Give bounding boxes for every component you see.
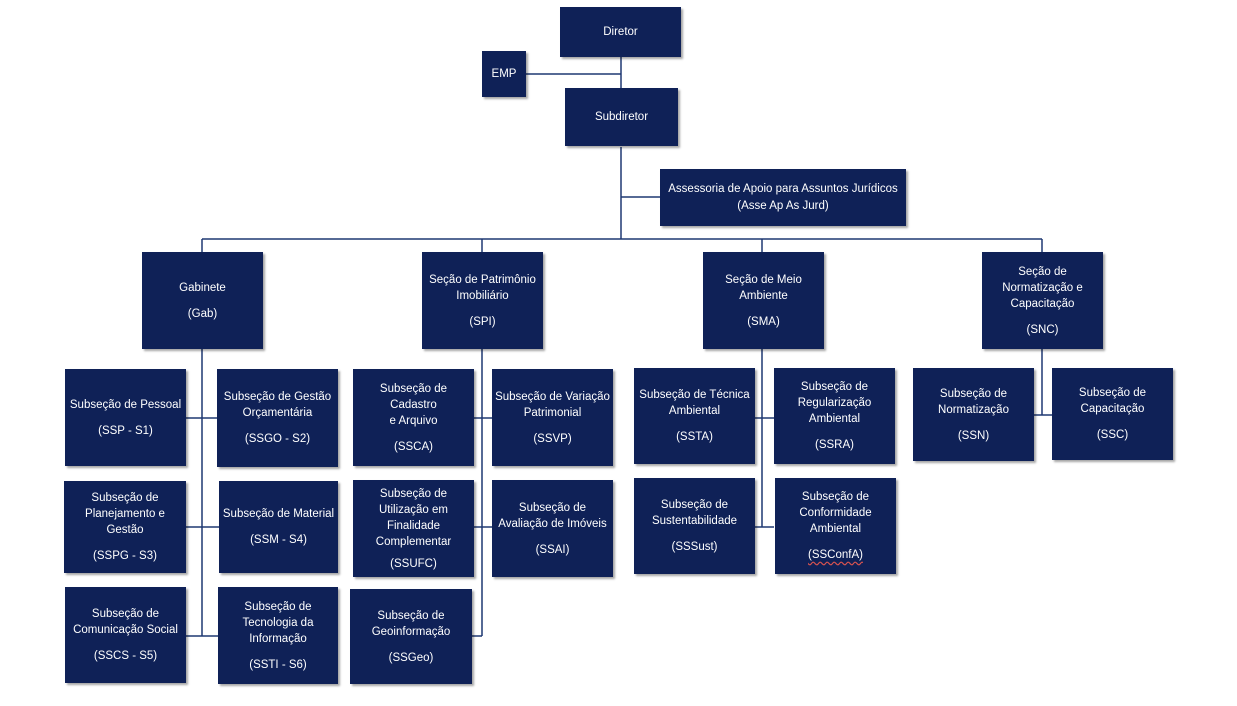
node-abbr: (SSP - S1) [98, 424, 153, 437]
node-ssai: Subseção de Avaliação de Imóveis (SSAI) [492, 480, 613, 577]
node-abbr: (SSAI) [535, 543, 570, 556]
node-name: Subseção de Material [222, 508, 335, 520]
node-abbr: (SSGO - S2) [244, 433, 311, 445]
node-abbr: (Asse Ap As Jurd) [737, 200, 829, 212]
node-name: Subseção de Pessoal [69, 398, 182, 411]
node-abbr: (SSTI - S6) [249, 658, 307, 671]
node-ssca: Subseção de Cadastro e Arquivo (SSCA) [353, 369, 474, 466]
node-name: Subseção de Utilização em Finalidade Com… [375, 487, 452, 548]
node-ssn: Subseção de Normatização (SSN) [913, 368, 1034, 461]
node-abbr: (SNC) [1026, 323, 1059, 336]
node-subdiretor: Subdiretor [565, 88, 678, 146]
node-abbr: (Gab) [187, 307, 218, 320]
node-ssra: Subseção de Regularização Ambiental (SSR… [774, 368, 895, 464]
node-abbr: (SSCS - S5) [93, 650, 158, 662]
node-ssconfa: Subseção de Conformidade Ambiental (SSCo… [775, 478, 896, 574]
node-ssta: Subseção de Técnica Ambiental (SSTA) [634, 368, 755, 464]
node-ssm: Subseção de Material (SSM - S4) [219, 481, 338, 573]
node-name: Subseção de Variação Patrimonial [495, 390, 610, 419]
node-name: Seção de Meio Ambiente [725, 273, 802, 302]
node-abbr: (SSSust) [671, 541, 718, 553]
node-name: Subseção de Normatização [938, 387, 1009, 416]
node-gabinete: Gabinete (Gab) [142, 252, 263, 349]
node-name: Subseção de Cadastro e Arquivo [379, 382, 448, 427]
node-abbr: (SSUFC) [390, 557, 437, 570]
node-abbr: (SSPG - S3) [93, 550, 157, 562]
node-abbr: (SSC) [1096, 429, 1129, 441]
node-name: Diretor [603, 26, 638, 38]
node-sssust: Subseção de Sustentabilidade (SSSust) [634, 478, 755, 574]
node-name: Subseção de Gestão Orçamentária [223, 391, 332, 419]
node-abbr: (SSVP) [533, 432, 572, 445]
node-assessoria: Assessoria de Apoio para Assuntos Jurídi… [660, 169, 906, 226]
node-ssgo: Subseção de Gestão Orçamentária (SSGO - … [217, 369, 338, 467]
node-name: Subdiretor [594, 111, 649, 123]
node-abbr: (SSN) [957, 429, 990, 442]
node-emp: EMP [482, 51, 526, 97]
node-ssgeo: Subseção de Geoinformação (SSGeo) [350, 589, 472, 684]
node-name: Seção de Patrimônio Imobiliário [429, 273, 536, 302]
node-abbr: (SSM - S4) [250, 534, 307, 546]
node-name: Gabinete [179, 281, 226, 294]
node-name: Subseção de Planejamento e Gestão [85, 492, 165, 536]
node-snc: Seção de Normatização e Capacitação (SNC… [982, 252, 1103, 349]
node-abbr: (SSConfA) [808, 549, 863, 561]
node-name: Subseção de Tecnologia da Informação [242, 600, 314, 645]
node-abbr: (SSCA) [394, 440, 433, 453]
node-ssc: Subseção de Capacitação (SSC) [1052, 368, 1173, 460]
node-sma: Seção de Meio Ambiente (SMA) [703, 252, 824, 349]
node-name: EMP [491, 68, 517, 80]
node-name: Subseção de Regularização Ambiental [797, 381, 872, 425]
node-name: Subseção de Técnica Ambiental [639, 389, 750, 417]
node-name: Assessoria de Apoio para Assuntos Jurídi… [668, 183, 898, 195]
node-ssufc: Subseção de Utilização em Finalidade Com… [353, 480, 474, 577]
node-name: Subseção de Comunicação Social [73, 608, 178, 636]
node-name: Subseção de Conformidade Ambiental [799, 491, 872, 535]
node-spi: Seção de Patrimônio Imobiliário (SPI) [422, 252, 543, 349]
node-sspg: Subseção de Planejamento e Gestão (SSPG … [64, 481, 186, 573]
node-name: Subseção de Geoinformação [371, 609, 451, 638]
node-abbr: (SMA) [747, 315, 780, 328]
node-ssvp: Subseção de Variação Patrimonial (SSVP) [492, 369, 613, 466]
node-abbr: (SPI) [469, 315, 496, 328]
node-ssp: Subseção de Pessoal (SSP - S1) [65, 369, 186, 466]
node-name: Subseção de Capacitação [1078, 387, 1147, 415]
node-name: Subseção de Sustentabilidade [651, 499, 738, 527]
node-abbr: (SSRA) [815, 439, 854, 451]
node-name: Seção de Normatização e Capacitação [1002, 265, 1083, 310]
node-abbr: (SSGeo) [388, 651, 434, 664]
node-name: Subseção de Avaliação de Imóveis [498, 501, 607, 530]
node-ssti: Subseção de Tecnologia da Informação (SS… [218, 587, 338, 684]
node-abbr: (SSTA) [676, 431, 713, 443]
node-diretor: Diretor [560, 7, 681, 57]
node-sscs: Subseção de Comunicação Social (SSCS - S… [65, 587, 186, 683]
